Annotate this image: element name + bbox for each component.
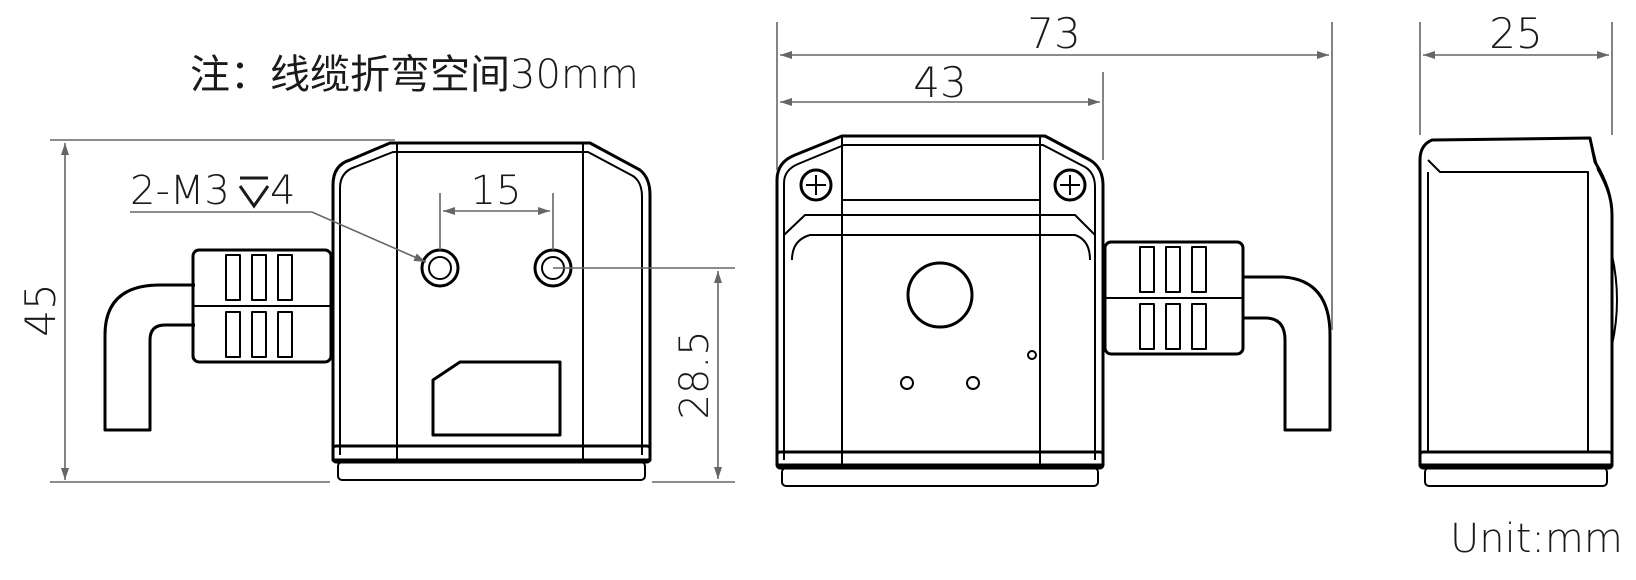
dim-hole-height: 28.5 <box>553 267 735 483</box>
screw-right-icon <box>1053 168 1087 202</box>
front-body <box>775 134 1105 467</box>
dim-height-45: 45 <box>16 139 395 483</box>
label-plate <box>431 360 562 437</box>
side-view <box>1418 136 1618 487</box>
cable-strain-relief-left <box>191 248 333 364</box>
dim-height-label: 45 <box>16 283 65 336</box>
thread-depth-label: 4 <box>270 168 295 214</box>
back-view <box>103 141 652 481</box>
screw-left-icon <box>799 168 833 202</box>
indicator-dot <box>1027 350 1037 360</box>
back-body <box>331 141 652 462</box>
cable-elbow-left <box>103 283 195 432</box>
side-body <box>1418 136 1614 467</box>
dim-depth-label: 25 <box>1489 9 1542 58</box>
dim-hole-spacing: 15 <box>439 168 554 250</box>
dim-hole-spacing-label: 15 <box>471 168 522 214</box>
dim-width-73: 73 <box>776 9 1333 330</box>
dim-depth-25: 25 <box>1419 9 1613 135</box>
cable-elbow-right <box>1243 275 1332 432</box>
led-right <box>966 376 980 390</box>
depth-symbol-icon <box>238 176 270 209</box>
thread-callout: 2-M3 4 <box>130 168 427 263</box>
led-left <box>900 376 914 390</box>
mount-hole-left <box>420 248 460 288</box>
cable-strain-relief-right <box>1103 240 1245 356</box>
unit-label: Unit:mm <box>1450 516 1623 562</box>
dim-width-total-label: 73 <box>1027 9 1080 58</box>
thread-callout-label: 2-M3 <box>130 168 230 214</box>
note-text: 注：线缆折弯空间30mm <box>190 52 639 98</box>
front-view <box>775 134 1332 487</box>
dim-hole-height-label: 28.5 <box>672 330 718 419</box>
lens-window <box>906 261 974 329</box>
dim-width-body-label: 43 <box>913 58 966 107</box>
dim-width-43: 43 <box>780 58 1104 160</box>
